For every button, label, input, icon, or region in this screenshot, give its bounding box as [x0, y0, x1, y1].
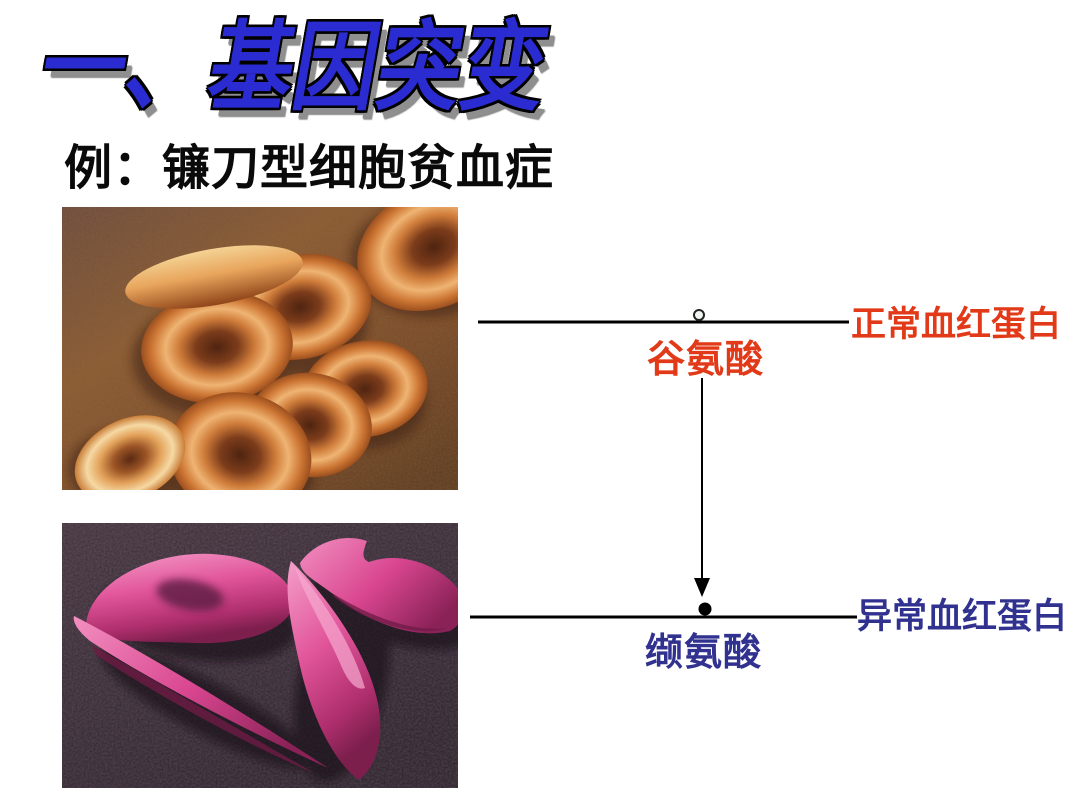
- filled-dot-marker: [698, 602, 712, 616]
- normal-red-blood-cells-image: [62, 207, 458, 490]
- sickle-cells-image: [62, 523, 458, 788]
- open-circle-marker: [693, 309, 705, 321]
- normal-hemoglobin-label: 正常血红蛋白: [851, 305, 1062, 344]
- glutamic-acid-label: 谷氨酸: [647, 339, 765, 381]
- slide-title: 一、基因突变: [32, 12, 557, 122]
- rbc-cells: [74, 207, 458, 490]
- sickle-cells: [73, 538, 458, 780]
- mutation-arrow-head: [694, 578, 710, 597]
- abnormal-hemoglobin-label: 异常血红蛋白: [857, 597, 1068, 636]
- valine-label: 缬氨酸: [645, 632, 763, 674]
- slide-subtitle: 例：镰刀型细胞贫血症: [64, 142, 555, 195]
